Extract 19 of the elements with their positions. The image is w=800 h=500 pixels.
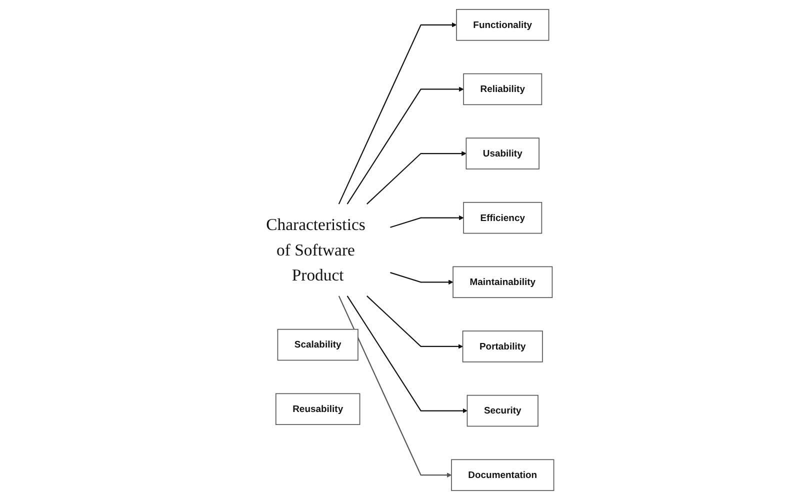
arrow [338, 22, 458, 204]
node-box: Portability [462, 330, 544, 362]
node-box: Documentation [451, 459, 555, 491]
arrow [366, 296, 464, 349]
node-box: Efficiency [464, 202, 542, 234]
node-box: Reusability [276, 393, 361, 425]
node-text: Characteristics of Software Product [266, 216, 366, 284]
arrow [347, 86, 464, 204]
node-box: Functionality [456, 9, 550, 41]
arrow [366, 151, 467, 204]
arrow [347, 296, 468, 414]
arrow [338, 296, 452, 478]
node-box: Reliability [464, 73, 542, 106]
node-box: Maintainability [453, 266, 553, 298]
arrow [390, 272, 454, 285]
node-box: Usability [466, 138, 540, 170]
node-box: Security [467, 394, 539, 427]
node-box: Scalability [278, 328, 359, 361]
arrow [390, 215, 464, 228]
